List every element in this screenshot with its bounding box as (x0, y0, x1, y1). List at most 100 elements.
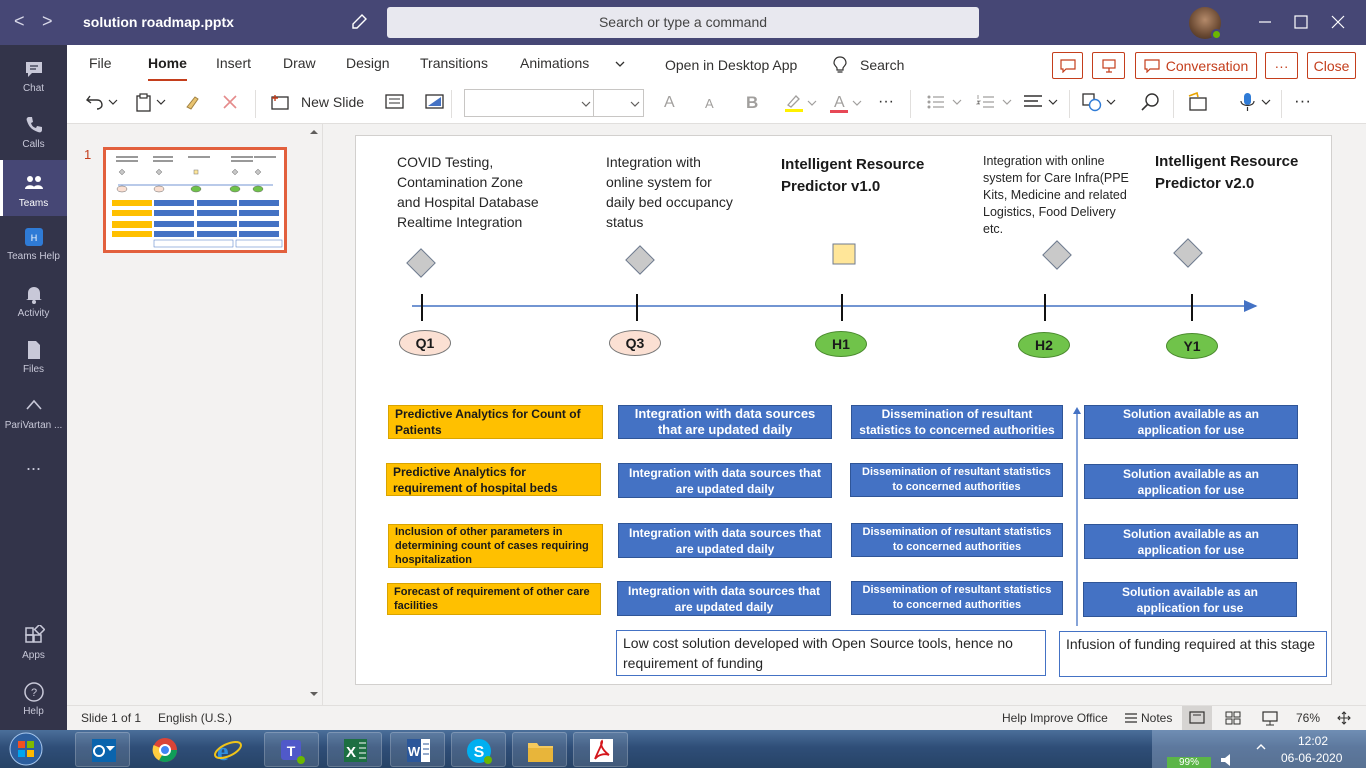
timeline-label-y1[interactable]: Y1 (1166, 333, 1218, 359)
fit-slide-icon[interactable] (1337, 711, 1351, 725)
zoom-level[interactable]: 76% (1296, 711, 1321, 725)
close-window-icon[interactable] (1328, 12, 1348, 32)
scroll-down-icon[interactable] (309, 690, 319, 698)
shrink-font-button[interactable]: A (705, 96, 714, 111)
background-icon[interactable] (425, 94, 445, 110)
rail-calls[interactable]: Calls (0, 114, 67, 164)
taskbar-ie[interactable]: e (201, 732, 256, 767)
slide-thumbnail[interactable] (103, 147, 287, 253)
rail-activity[interactable]: Activity (0, 283, 67, 335)
conversation-button[interactable]: Conversation (1135, 52, 1257, 79)
chevron-down-icon[interactable] (108, 98, 118, 106)
volume-icon[interactable] (1219, 752, 1237, 768)
delete-icon[interactable] (222, 94, 238, 110)
milestone-text[interactable]: Intelligent Resource Predictor v1.0 (781, 156, 925, 195)
notes-button[interactable]: Notes (1141, 711, 1173, 725)
start-orb[interactable] (6, 731, 46, 767)
rail-teams[interactable]: Teams (0, 160, 67, 216)
rail-apps[interactable]: Apps (0, 625, 67, 675)
solution-box[interactable]: Solution available as an application for… (1084, 524, 1298, 559)
tab-file[interactable]: File (89, 55, 112, 71)
dissemination-box[interactable]: Dissemination of resultant statistics to… (850, 463, 1063, 497)
analytics-box[interactable]: Predictive Analytics for requirement of … (386, 463, 601, 496)
rail-help[interactable]: ? Help (0, 681, 67, 727)
bullets-icon[interactable] (926, 94, 964, 110)
designer-icon[interactable] (1187, 92, 1209, 112)
reading-view-icon[interactable] (1262, 710, 1278, 726)
timeline-label-h2[interactable]: H2 (1018, 332, 1070, 358)
show-hidden-icons-icon[interactable] (1256, 743, 1266, 751)
taskbar-outlook[interactable] (75, 732, 130, 767)
tab-animations[interactable]: Animations (520, 55, 590, 71)
slide-sorter-icon[interactable] (1225, 711, 1241, 725)
new-slide-button[interactable]: New Slide (271, 90, 364, 114)
taskbar-chrome[interactable] (138, 732, 193, 767)
numbering-icon[interactable] (976, 94, 1014, 110)
solution-box[interactable]: Solution available as an application for… (1084, 405, 1298, 439)
font-color-icon[interactable]: A (829, 93, 863, 115)
paste-icon[interactable] (135, 92, 153, 112)
minimize-icon[interactable] (1255, 12, 1275, 32)
undo-icon[interactable] (85, 93, 107, 111)
analytics-box[interactable]: Inclusion of other parameters in determi… (388, 524, 603, 568)
rail-files[interactable]: Files (0, 339, 67, 391)
battery-indicator[interactable]: 99% (1167, 757, 1211, 768)
edit-icon[interactable] (350, 13, 368, 31)
format-painter-icon[interactable] (183, 93, 203, 111)
layout-icon[interactable] (385, 94, 405, 110)
slide-canvas[interactable]: COVID Testing, Contamination Zone and Ho… (355, 135, 1332, 685)
integration-box[interactable]: Integration with data sources that are u… (618, 405, 832, 439)
tab-design[interactable]: Design (346, 55, 390, 71)
command-search-input[interactable]: Search or type a command (387, 7, 979, 38)
funding-note-low-cost[interactable]: Low cost solution developed with Open So… (616, 630, 1046, 676)
funding-note-infusion[interactable]: Infusion of funding required at this sta… (1059, 631, 1327, 677)
taskbar-acrobat[interactable] (573, 732, 628, 767)
tab-transitions[interactable]: Transitions (420, 55, 488, 71)
thumbnail-scrollbar[interactable] (306, 124, 322, 705)
normal-view-icon[interactable] (1182, 706, 1212, 730)
timeline-label-h1[interactable]: H1 (815, 331, 867, 357)
clock-date[interactable]: 06-06-2020 (1281, 751, 1343, 765)
tell-me-search[interactable]: Search (860, 57, 905, 73)
taskbar-skype[interactable]: S (451, 732, 506, 767)
back-button[interactable]: < (14, 11, 25, 31)
ribbon-overflow-button[interactable]: ··· (1294, 91, 1311, 110)
more-font-options-button[interactable]: ··· (878, 93, 894, 110)
milestone-text[interactable]: Intelligent Resource Predictor v2.0 (1155, 153, 1299, 192)
tab-insert[interactable]: Insert (216, 55, 252, 71)
timeline-label-q3[interactable]: Q3 (609, 330, 661, 356)
open-desktop-app-button[interactable]: Open in Desktop App (665, 57, 798, 73)
solution-box[interactable]: Solution available as an application for… (1083, 582, 1297, 617)
integration-box[interactable]: Integration with data sources that are u… (618, 523, 832, 558)
close-button[interactable]: Close (1307, 52, 1356, 79)
highlight-icon[interactable] (784, 93, 818, 113)
language[interactable]: English (U.S.) (158, 711, 233, 725)
rail-parivartan[interactable]: PariVartan ... (0, 395, 67, 447)
milestone-text[interactable]: COVID Testing, Contamination Zone and Ho… (397, 154, 539, 230)
tab-home[interactable]: Home (148, 55, 187, 81)
integration-box[interactable]: Integration with data sources that are u… (618, 463, 832, 498)
tab-draw[interactable]: Draw (283, 55, 316, 71)
shapes-icon[interactable] (1081, 92, 1119, 112)
present-button[interactable] (1092, 52, 1125, 79)
comments-button[interactable] (1052, 52, 1083, 79)
align-icon[interactable] (1023, 94, 1061, 110)
font-size-dropdown[interactable] (593, 89, 644, 117)
chevron-down-icon[interactable] (156, 98, 166, 106)
taskbar-word[interactable]: W (390, 732, 445, 767)
rail-teams-help[interactable]: H Teams Help (0, 226, 67, 278)
dissemination-box[interactable]: Dissemination of resultant statistics to… (851, 405, 1063, 439)
clock-time[interactable]: 12:02 (1298, 734, 1329, 748)
forward-button[interactable]: > (42, 11, 53, 31)
timeline-label-q1[interactable]: Q1 (399, 330, 451, 356)
taskbar-excel[interactable]: X (327, 732, 382, 767)
dictate-icon[interactable] (1239, 92, 1275, 112)
milestone-text[interactable]: Integration with online system for daily… (606, 154, 733, 230)
solution-box[interactable]: Solution available as an application for… (1084, 464, 1298, 499)
more-options-button[interactable]: ··· (1265, 52, 1298, 79)
scroll-up-icon[interactable] (309, 128, 319, 136)
rail-chat[interactable]: Chat (0, 58, 67, 108)
bold-button[interactable]: B (746, 93, 759, 112)
help-improve-office-link[interactable]: Help Improve Office (1002, 711, 1108, 725)
chevron-down-icon[interactable] (614, 59, 626, 69)
